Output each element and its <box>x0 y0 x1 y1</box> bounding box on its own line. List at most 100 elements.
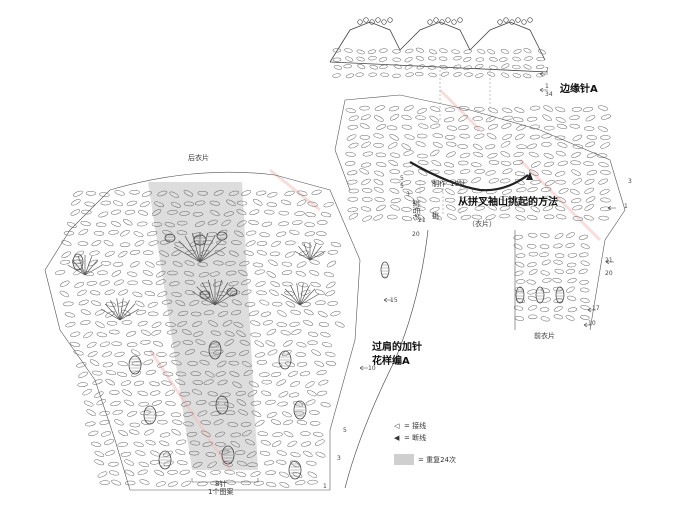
chain-loop <box>89 359 100 366</box>
chain-loop <box>109 390 120 395</box>
chain-loop <box>256 290 267 296</box>
chain-loop <box>348 142 359 149</box>
chain-loop <box>278 221 289 227</box>
chain-loop <box>323 201 334 208</box>
chain-loop <box>553 298 563 303</box>
chain-loop <box>78 299 89 306</box>
chain-loop <box>357 64 366 70</box>
chain-loop <box>333 65 343 70</box>
fan-stitch <box>119 303 136 321</box>
shoulder-increase-label-1: 过肩的加针 <box>372 340 422 353</box>
chain-loop <box>378 57 388 62</box>
chain-loop <box>405 48 414 54</box>
chain-loop <box>515 197 526 203</box>
chain-loop <box>110 209 122 215</box>
chain-loop <box>179 211 190 216</box>
chain-loop <box>489 57 498 62</box>
chain-loop <box>105 450 116 456</box>
chain-loop <box>261 221 273 227</box>
chain-loop <box>201 300 212 306</box>
chain-loop <box>557 160 569 166</box>
chain-loop <box>99 411 110 416</box>
chain-loop <box>103 240 114 247</box>
chain-loop <box>527 232 538 238</box>
chain-loop <box>500 160 512 166</box>
chain-loop <box>140 329 151 336</box>
chain-loop <box>290 460 300 468</box>
chain-loop <box>196 400 207 405</box>
chain-loop <box>453 72 462 77</box>
chain-loop <box>247 390 258 397</box>
chain-loop <box>104 289 115 295</box>
fan-stitch <box>199 240 222 263</box>
chain-loop <box>439 48 448 53</box>
chain-loop <box>427 65 437 70</box>
chain-loop <box>453 64 462 70</box>
picot <box>369 19 375 25</box>
chain-loop <box>512 160 524 165</box>
chain-loop <box>231 299 242 306</box>
chain-loop <box>169 191 179 199</box>
chain-loop <box>512 73 521 78</box>
chain-loop <box>459 133 470 139</box>
chain-loop <box>359 168 370 175</box>
chain-loop <box>202 441 213 447</box>
chain-loop <box>129 261 140 268</box>
chain-loop <box>124 459 134 466</box>
chain-loop <box>541 142 552 147</box>
chain-loop <box>345 56 354 62</box>
chain-loop <box>82 388 92 396</box>
fan-stitch <box>116 298 121 321</box>
chain-loop <box>306 460 317 466</box>
chain-loop <box>61 251 72 258</box>
chain-loop <box>176 230 188 236</box>
chain-loop <box>583 161 594 167</box>
row-arrow-icon <box>359 365 368 371</box>
chain-loop <box>473 197 484 203</box>
chain-loop <box>142 279 153 285</box>
chain-loop <box>276 459 287 465</box>
chain-loop <box>361 141 371 148</box>
row-arrow-icon <box>539 71 548 77</box>
chain-loop <box>540 270 550 276</box>
chain-loop <box>140 201 150 208</box>
chain-loop <box>326 260 337 268</box>
chain-loop <box>325 351 336 357</box>
chain-loop <box>553 305 563 312</box>
chain-loop <box>142 250 154 256</box>
chain-loop <box>361 188 373 193</box>
chain-loop <box>135 309 147 315</box>
chain-loop <box>108 470 120 476</box>
chain-loop <box>553 243 563 249</box>
chain-loop <box>126 342 138 347</box>
chain-loop <box>446 141 457 147</box>
chain-loop <box>375 152 387 158</box>
chain-loop <box>303 309 314 316</box>
chain-loop <box>514 287 524 292</box>
chain-loop <box>569 123 580 129</box>
chain-loop <box>189 440 201 446</box>
chain-loop <box>200 420 211 425</box>
chain-loop <box>213 419 224 426</box>
chain-loop <box>238 409 249 416</box>
row-num: 3 <box>628 178 632 185</box>
chain-loop <box>457 178 468 184</box>
chain-loop <box>299 371 311 377</box>
chain-loop <box>300 431 311 436</box>
fan-stitch <box>192 291 216 306</box>
chain-loop <box>265 482 277 487</box>
chain-loop <box>267 192 278 198</box>
chain-loop <box>215 442 226 447</box>
chain-loop <box>583 126 595 131</box>
chain-loop <box>567 307 578 313</box>
pineapple-pod <box>216 231 228 241</box>
chain-loop <box>206 232 218 237</box>
chain-loop <box>307 331 319 337</box>
chain-loop <box>356 56 365 62</box>
chain-loop <box>105 311 115 318</box>
chain-loop <box>526 116 538 122</box>
chain-loop <box>513 305 524 311</box>
chain-loop <box>230 310 242 316</box>
guide-lines <box>419 70 491 216</box>
chain-loop <box>283 340 293 347</box>
